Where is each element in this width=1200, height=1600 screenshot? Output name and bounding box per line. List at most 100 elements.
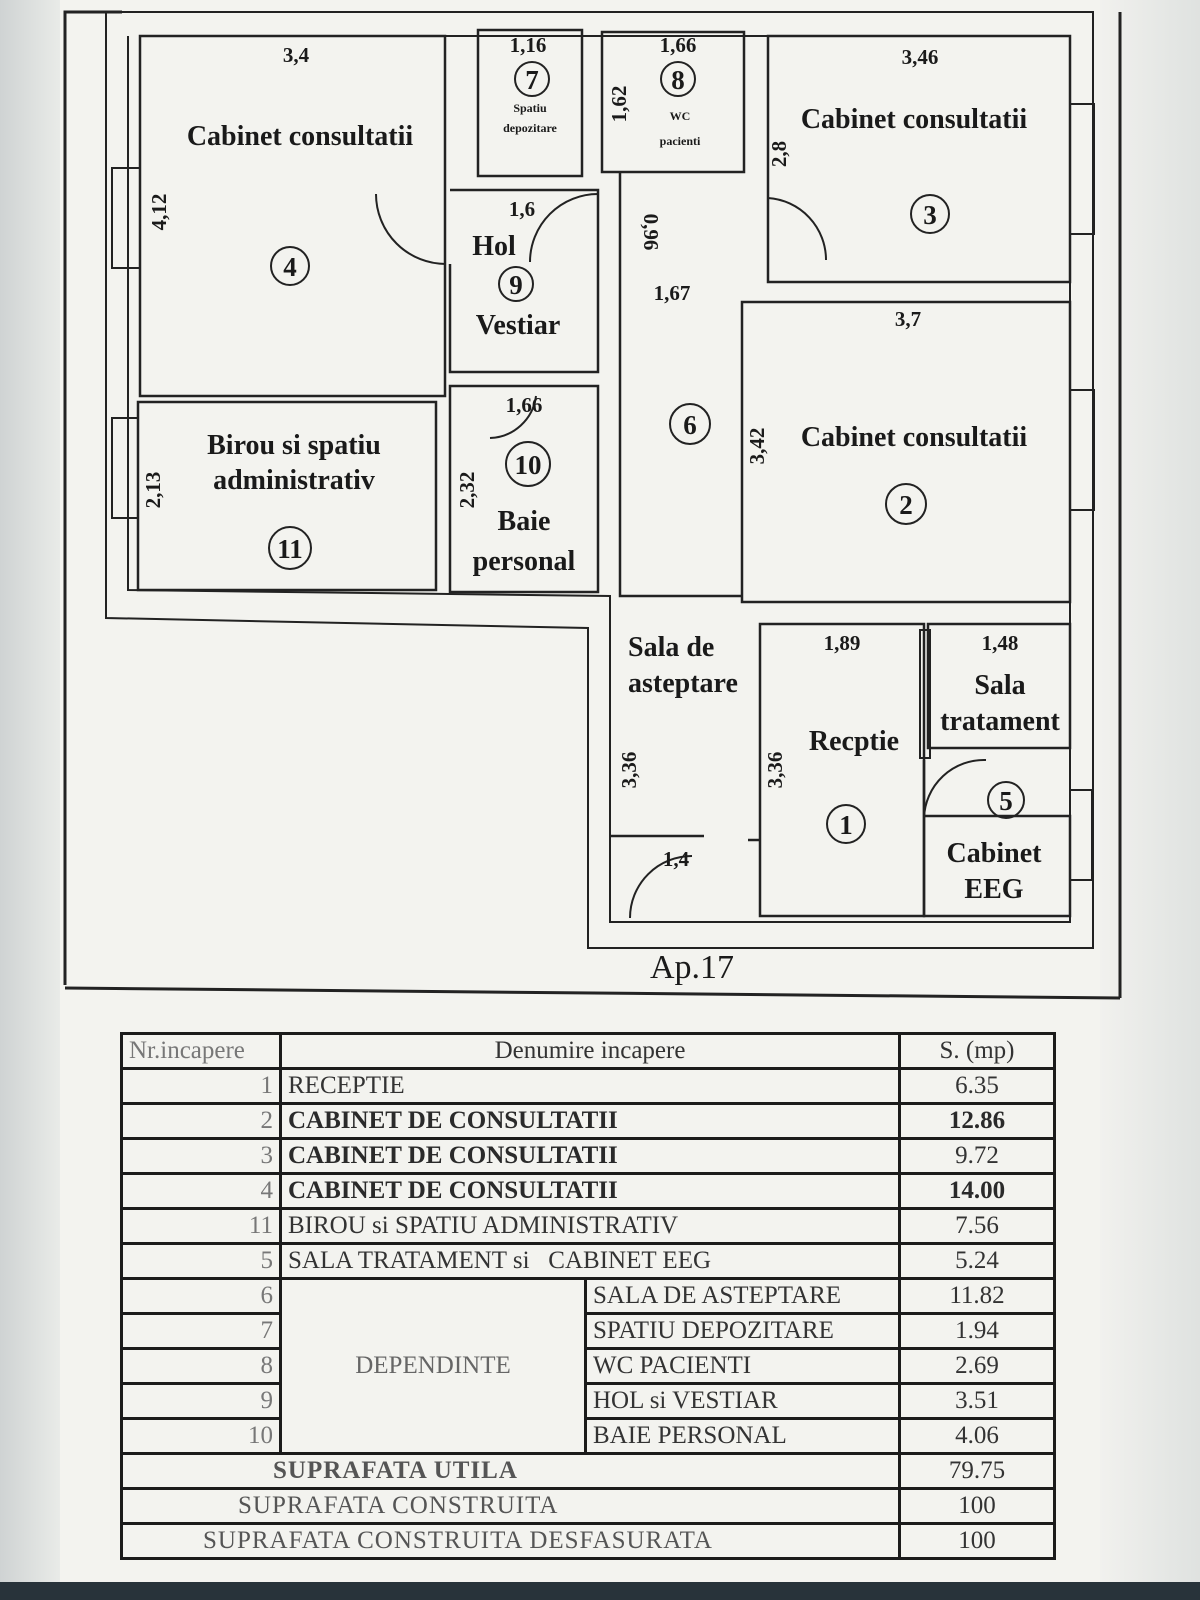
table-row: 3 CABINET DE CONSULTATII 9.72	[120, 1137, 1056, 1175]
table-row: 4 CABINET DE CONSULTATII 14.00	[120, 1172, 1056, 1210]
cell-name: CABINET DE CONSULTATII	[279, 1172, 901, 1210]
cell-nr: 2	[120, 1102, 282, 1140]
cell-area: 9.72	[898, 1137, 1056, 1175]
svg-text:3: 3	[923, 200, 937, 230]
cell-name: BIROU si SPATIU ADMINISTRATIV	[279, 1207, 901, 1245]
svg-text:8: 8	[671, 65, 685, 95]
total-value: 79.75	[898, 1452, 1056, 1490]
room-number-11: 11	[268, 526, 312, 570]
cell-area: 4.06	[898, 1417, 1056, 1455]
cell-area: 12.86	[898, 1102, 1056, 1140]
label-treatment-line1: Sala	[974, 670, 1025, 701]
total-value: 100	[898, 1522, 1056, 1560]
dependinte-group-label: DEPENDINTE	[279, 1277, 587, 1455]
table-header-row: Nr.incapere Denumire incapere S. (mp)	[120, 1032, 1056, 1070]
label-room-9-hol: Hol	[472, 231, 516, 262]
total-value: 100	[898, 1487, 1056, 1525]
room-number-5: 5	[987, 781, 1025, 819]
table-row: 2 CABINET DE CONSULTATII 12.86	[120, 1102, 1056, 1140]
dim-room1-depth: 3,36	[763, 752, 787, 789]
room-labels: Cabinet consultatii Spatiu depozitare WC…	[187, 101, 1061, 986]
dim-room2-width: 3,7	[895, 307, 921, 331]
table-row: 11 BIROU si SPATIU ADMINISTRATIV 7.56	[120, 1207, 1056, 1245]
cell-area: 6.35	[898, 1067, 1056, 1105]
svg-text:5: 5	[999, 786, 1013, 816]
table-row: 8 WC PACIENTI 2.69	[120, 1347, 1056, 1385]
dim-corridor-depth: 0,96	[639, 214, 663, 251]
dim-corridor-width: 1,67	[654, 281, 691, 305]
label-room-2: Cabinet consultatii	[801, 422, 1028, 453]
photo-border-bottom	[0, 1582, 1200, 1600]
cell-nr: 5	[120, 1242, 282, 1280]
label-room-8-line2: pacienti	[660, 134, 701, 148]
cell-area: 1.94	[898, 1312, 1056, 1350]
label-room-7-line1: Spatiu	[513, 101, 547, 115]
label-room-11-line2: administrativ	[213, 465, 375, 496]
label-room-9-vestiar: Vestiar	[476, 310, 561, 341]
dim-room3-width: 3,46	[902, 45, 939, 69]
cell-name: SPATIU DEPOZITARE	[584, 1312, 901, 1350]
cell-area: 3.51	[898, 1382, 1056, 1420]
label-room-5-line2: EEG	[964, 874, 1023, 905]
cell-area: 14.00	[898, 1172, 1056, 1210]
cell-name: CABINET DE CONSULTATII	[279, 1102, 901, 1140]
dim-entrance-width: 1,4	[663, 847, 690, 871]
table-row: 6 DEPENDINTE SALA DE ASTEPTARE 11.82	[120, 1277, 1056, 1455]
table-row: 5 SALA TRATAMENT si CABINET EEG 5.24	[120, 1242, 1056, 1280]
cell-name: CABINET DE CONSULTATII	[279, 1137, 901, 1175]
sheet-frame-bottom	[64, 986, 1121, 1000]
cell-nr: 10	[120, 1417, 282, 1455]
photo-border-left	[0, 0, 60, 1600]
header-name: Denumire incapere	[279, 1032, 901, 1070]
table-row: 7 SPATIU DEPOZITARE 1.94	[120, 1312, 1056, 1350]
room-number-3: 3	[910, 194, 950, 234]
dim-room2-depth: 3,42	[745, 428, 769, 465]
svg-text:9: 9	[509, 270, 523, 300]
svg-text:4: 4	[283, 252, 297, 282]
svg-text:6: 6	[683, 410, 697, 440]
room-number-8: 8	[660, 61, 696, 97]
dimension-labels: 3,4 1,16 1,66 3,46 1,62 4,12 1,6 0,96 2,…	[141, 33, 1018, 871]
cell-name: SALA TRATAMENT si CABINET EEG	[279, 1242, 901, 1280]
dim-hol-width: 1,6	[509, 197, 535, 221]
cell-nr: 11	[120, 1207, 282, 1245]
total-label: SUPRAFATA CONSTRUITA DESFASURATA	[120, 1522, 901, 1560]
room-number-10: 10	[505, 441, 551, 487]
sheet-frame	[63, 10, 122, 985]
room-number-4: 4	[270, 246, 310, 286]
label-waiting-line2: asteptare	[628, 668, 738, 699]
dim-room4-width: 3,4	[283, 43, 310, 67]
header-nr: Nr.incapere	[120, 1032, 282, 1070]
cell-nr: 7	[120, 1312, 282, 1350]
cell-area: 7.56	[898, 1207, 1056, 1245]
windows	[111, 103, 1095, 881]
dim-room7-width: 1,16	[510, 33, 547, 57]
table-row: 10 BAIE PERSONAL 4.06	[120, 1417, 1056, 1455]
room-number-1: 1	[826, 804, 866, 844]
dim-room8-depth: 1,62	[607, 86, 631, 123]
label-room-11-line1: Birou si spatiu	[207, 430, 381, 461]
door-swings	[375, 193, 987, 919]
room-number-2: 2	[885, 483, 927, 525]
label-room-8-line1: WC	[670, 109, 691, 123]
label-room-1: Recptie	[809, 726, 899, 757]
table-row: 1 RECEPTIE 6.35	[120, 1067, 1056, 1105]
cell-name: RECEPTIE	[279, 1067, 901, 1105]
cell-nr: 3	[120, 1137, 282, 1175]
room-area-table: Nr.incapere Denumire incapere S. (mp) 1 …	[120, 1032, 1056, 1560]
dim-room10-depth: 2,32	[455, 472, 479, 509]
svg-text:1: 1	[839, 810, 853, 840]
label-room-10-line1: Baie	[498, 506, 551, 537]
room-number-9: 9	[498, 266, 534, 302]
total-label: SUPRAFATA CONSTRUITA	[120, 1487, 901, 1525]
room-number-6: 6	[669, 403, 711, 445]
svg-text:7: 7	[525, 65, 539, 95]
svg-text:11: 11	[277, 534, 303, 564]
cell-nr: 4	[120, 1172, 282, 1210]
cell-area: 11.82	[898, 1277, 1056, 1315]
apartment-label: Ap.17	[650, 949, 734, 986]
label-treatment-line2: tratament	[940, 706, 1060, 737]
label-room-5-line1: Cabinet	[947, 838, 1043, 869]
total-row: SUPRAFATA CONSTRUITA DESFASURATA 100	[120, 1522, 1056, 1560]
cell-nr: 9	[120, 1382, 282, 1420]
